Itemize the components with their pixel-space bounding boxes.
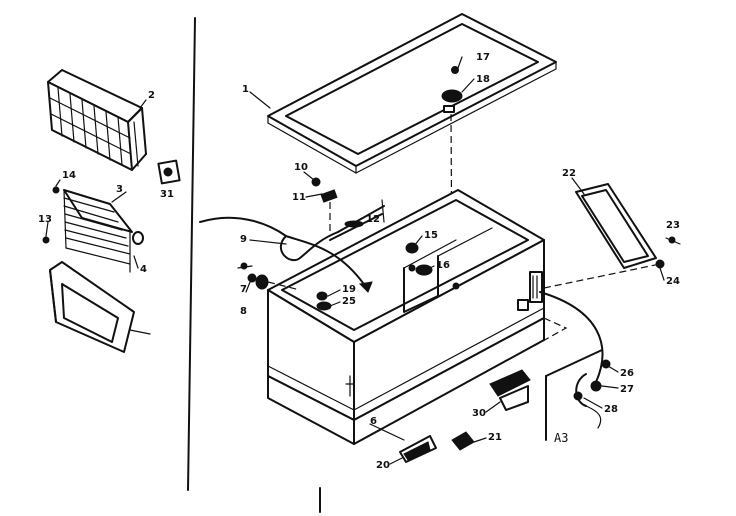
side-panel-part (575, 183, 681, 269)
chest-cabinet (267, 189, 545, 445)
callout-4: 4 (140, 264, 147, 275)
callout-17: 17 (476, 52, 490, 63)
hinge-part (489, 369, 531, 411)
callout-9: 9 (240, 234, 247, 245)
callout-6: 6 (370, 416, 377, 427)
callout-16: 16 (436, 260, 450, 271)
kickplate-grille-part (399, 435, 437, 463)
leader-lines (45, 171, 665, 465)
callout-27: 27 (620, 384, 634, 395)
drain-plug-part (451, 431, 475, 451)
callout-labels: 1 17 18 2 31 14 3 13 4 10 11 12 9 7 8 15… (38, 52, 680, 471)
callout-31: 31 (160, 189, 174, 200)
callout-14: 14 (62, 170, 76, 181)
lid-handle-part (441, 66, 463, 113)
lid-part (267, 13, 557, 174)
callout-7: 7 (240, 284, 247, 295)
callout-22: 22 (562, 168, 576, 179)
callout-15: 15 (424, 230, 438, 241)
callout-24: 24 (666, 276, 680, 287)
callout-2: 2 (148, 90, 155, 101)
callout-30: 30 (472, 408, 486, 419)
callout-13: 13 (38, 214, 52, 225)
callout-10: 10 (294, 162, 308, 173)
thermostat-parts (311, 177, 338, 232)
callout-11: 11 (292, 192, 306, 203)
divider-grid-part (63, 189, 133, 273)
callout-18-top: 18 (476, 74, 490, 85)
shelf-panel-part (49, 261, 135, 353)
callout-28: 28 (604, 404, 618, 415)
callout-23: 23 (666, 220, 680, 231)
callout-8: 8 (240, 306, 247, 317)
callout-21: 21 (488, 432, 502, 443)
wire-basket-part (47, 69, 147, 171)
control-knob-parts (237, 262, 301, 293)
callout-25: 25 (342, 296, 356, 307)
basket-clip-part (157, 159, 181, 185)
callout-26: 26 (620, 368, 634, 379)
cord-assembly-section (539, 291, 611, 441)
callout-12: 12 (366, 214, 380, 225)
interior-parts (316, 242, 460, 311)
callout-3: 3 (116, 184, 123, 195)
callout-19: 19 (342, 284, 356, 295)
section-label-a3: A3 (554, 431, 568, 445)
divider-line-main (187, 17, 196, 491)
callout-1: 1 (242, 84, 249, 95)
callout-20: 20 (376, 460, 390, 471)
